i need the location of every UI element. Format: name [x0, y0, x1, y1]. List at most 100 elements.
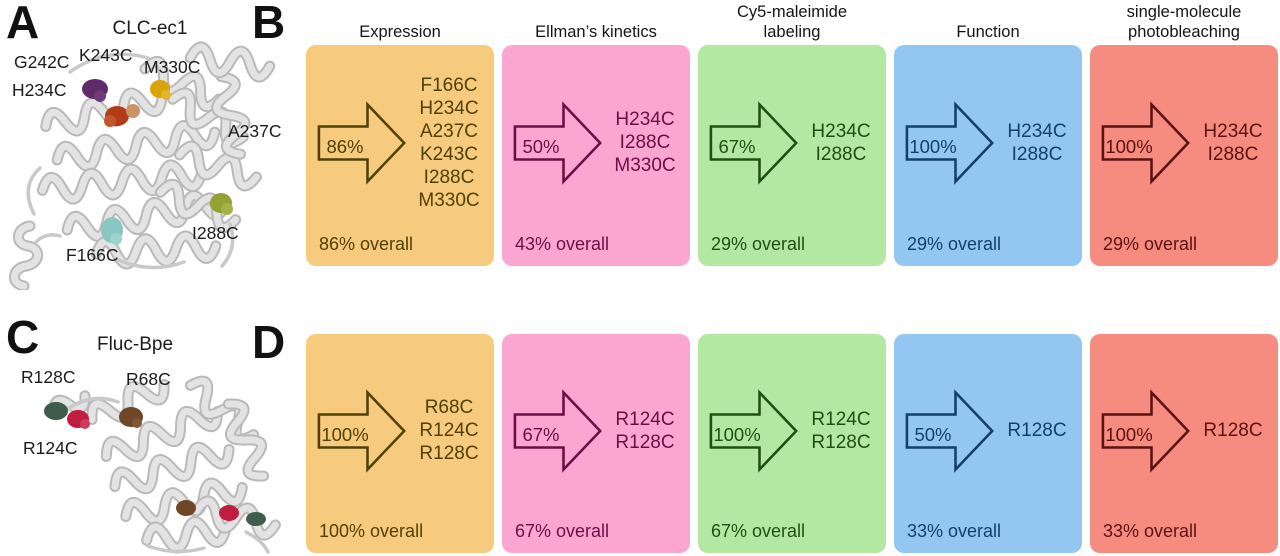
stage-box: 100% H234C I288C 29% overall — [894, 45, 1082, 266]
mutant-list: R128C — [1192, 419, 1274, 442]
pass-rate-arrow: 67% — [708, 99, 800, 187]
arrow-icon — [513, 388, 602, 473]
mutant: R124C — [419, 420, 479, 441]
overall-rate: 86% overall — [319, 234, 414, 254]
stage-title-line: single-molecule — [1126, 3, 1242, 21]
overall-rate: 67% overall — [515, 521, 610, 541]
residue-marker-r68c — [119, 407, 143, 428]
arrow-icon — [513, 100, 602, 185]
stage-box: 86% F166C H234C A237C K243C I288C M330C … — [306, 45, 494, 266]
mutant-list: H234C I288C — [996, 120, 1078, 166]
residue-label-k243c: K243C — [79, 45, 133, 65]
stage-box: 100% R68C R124C R128C 100% overall — [306, 334, 494, 553]
pass-rate-arrow: 50% — [904, 387, 996, 475]
stage-title: Function — [894, 0, 1082, 45]
arrow-icon — [317, 100, 406, 185]
residue-label-r68c: R68C — [126, 369, 171, 389]
arrow-icon — [709, 388, 798, 473]
stage-flow: 100% R68C R124C R128C — [306, 334, 494, 521]
residue-label-m330c: M330C — [144, 57, 201, 77]
mutant: R68C — [424, 397, 474, 418]
protein-structure-fluc-bpe — [0, 290, 300, 556]
arrow-icon — [709, 100, 798, 185]
residue-marker-r128c-rear — [246, 512, 266, 526]
residue-label-r124c: R124C — [23, 438, 78, 458]
pass-rate: 86% — [326, 135, 364, 157]
stage-flow: 100% R128C — [1090, 334, 1278, 521]
mutant: I288C — [1207, 143, 1259, 165]
d-stage-ellmans-kinetics: 67% R124C R128C 67% overall — [502, 334, 690, 553]
residue-label-r128c: R128C — [21, 367, 76, 387]
mutant: A237C — [419, 120, 479, 142]
mutant-list: H234C I288C — [800, 120, 882, 166]
mutant: R128C — [1007, 420, 1067, 441]
protein-c-title: Fluc-Bpe — [96, 334, 174, 355]
mutant-list: R68C R124C R128C — [408, 396, 490, 465]
mutant: M330C — [418, 189, 480, 211]
stage-flow: 50% R128C — [894, 334, 1082, 521]
stage-title: single-molecule photobleaching — [1090, 0, 1278, 45]
stage-title: Ellman’s kinetics — [502, 0, 690, 45]
residue-marker-r68c-rear — [176, 500, 196, 516]
pass-rate-arrow: 100% — [1100, 99, 1192, 187]
overall-rate: 29% overall — [1103, 234, 1198, 254]
stage-flow: 100% H234C I288C — [894, 45, 1082, 234]
pass-rate: 50% — [522, 135, 560, 157]
overall-rate: 29% overall — [907, 234, 1002, 254]
mutant: F166C — [420, 74, 478, 96]
mutant: I288C — [619, 132, 671, 153]
stage-flow: 100% R124C R128C — [698, 334, 886, 521]
residue-marker-i288c — [210, 193, 233, 215]
stage-box: 67% H234C I288C 29% overall — [698, 45, 886, 266]
mutant: I288C — [1011, 143, 1063, 165]
stage-title-line: Function — [956, 23, 1020, 41]
pass-rate: 50% — [914, 423, 952, 445]
residue-label-i288c: I288C — [192, 223, 239, 243]
arrow-icon — [317, 388, 406, 473]
mutant-list: H234C I288C — [1192, 120, 1274, 166]
stage-title-line: Expression — [359, 23, 441, 41]
residue-marker-k243c — [82, 79, 108, 102]
stage-box: 50% R128C 33% overall — [894, 334, 1082, 553]
pass-rate-arrow: 67% — [512, 387, 604, 475]
mutant: K243C — [419, 143, 479, 165]
mutant-list: H234C I288C M330C — [604, 108, 686, 177]
overall-rate: 33% overall — [1103, 521, 1198, 541]
residue-marker-r124c-rear — [219, 505, 239, 521]
mutant-list: F166C H234C A237C K243C I288C M330C — [408, 74, 490, 212]
stage-ellmans-kinetics: Ellman’s kinetics 50% H234C I288C M330C … — [502, 0, 690, 266]
stage-title-line: photobleaching — [1128, 23, 1240, 41]
mutant: I288C — [815, 143, 867, 165]
pass-rate-arrow: 100% — [904, 99, 996, 187]
stage-flow: 50% H234C I288C M330C — [502, 45, 690, 234]
arrow-icon — [1101, 388, 1190, 473]
residue-label-f166c: F166C — [66, 245, 119, 265]
pass-rate: 100% — [321, 423, 369, 445]
mutant-list: R128C — [996, 419, 1078, 442]
mutant: H234C — [1007, 120, 1067, 142]
pass-rate-arrow: 86% — [316, 99, 408, 187]
d-stage-expression: 100% R68C R124C R128C 100% overall — [306, 334, 494, 553]
stage-expression: Expression 86% F166C H234C A237C K243C I… — [306, 0, 494, 266]
arrow-icon — [905, 100, 994, 185]
stage-title-line: Cy5-maleimide — [736, 3, 848, 21]
screening-pipeline-fluc-bpe: 100% R68C R124C R128C 100% overall 67% R… — [306, 334, 1278, 553]
stage-box: 100% R124C R128C 67% overall — [698, 334, 886, 553]
mutant: R128C — [419, 443, 479, 464]
stage-title-line: labeling — [763, 23, 821, 41]
arrow-icon — [1101, 100, 1190, 185]
stage-box: 100% R128C 33% overall — [1090, 334, 1278, 553]
mutant: H234C — [811, 120, 871, 142]
pass-rate: 100% — [713, 423, 761, 445]
overall-rate: 33% overall — [907, 521, 1002, 541]
stage-flow: 67% R124C R128C — [502, 334, 690, 521]
mutant: R124C — [615, 408, 675, 430]
stage-box: 50% H234C I288C M330C 43% overall — [502, 45, 690, 266]
stage-flow: 86% F166C H234C A237C K243C I288C M330C — [306, 45, 494, 234]
pass-rate: 100% — [909, 135, 957, 157]
overall-rate: 43% overall — [515, 234, 610, 254]
mutant: R128C — [1203, 420, 1263, 441]
mutant-list: R124C R128C — [604, 408, 686, 454]
arrow-icon — [905, 388, 994, 473]
stage-box: 100% H234C I288C 29% overall — [1090, 45, 1278, 266]
